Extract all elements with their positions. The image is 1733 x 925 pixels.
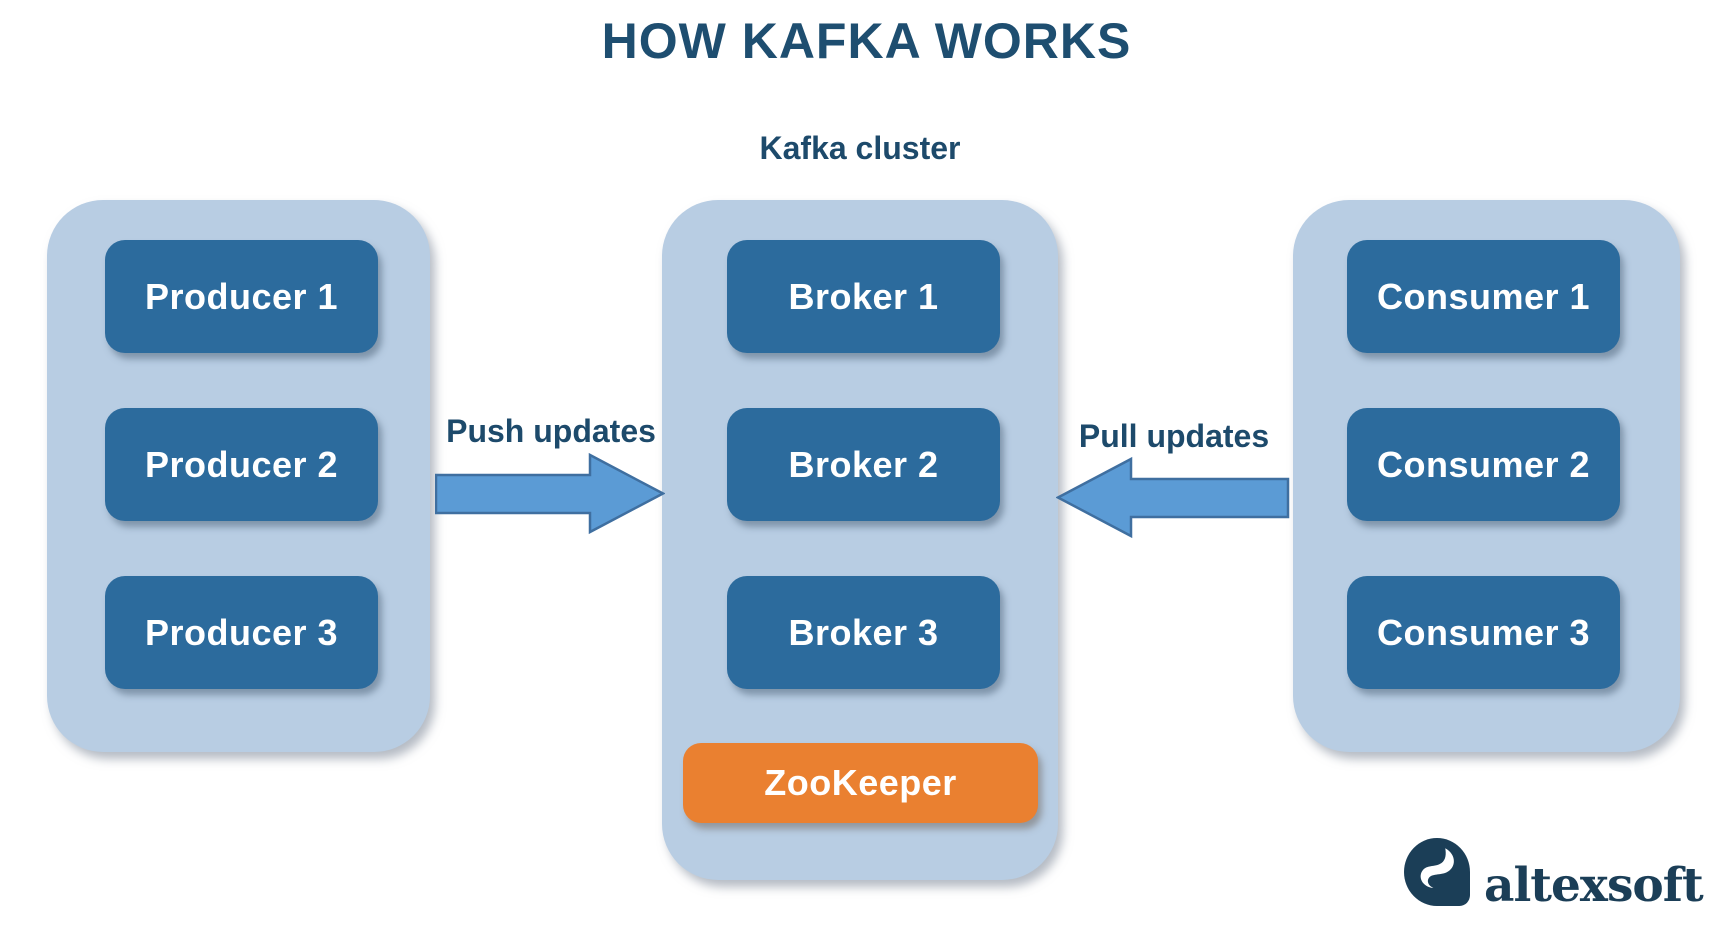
- pull-arrow-icon: [1055, 456, 1290, 540]
- broker-node-3: Broker 3: [727, 576, 1000, 689]
- pull-updates-label: Pull updates: [1078, 418, 1270, 454]
- push-updates-label: Push updates: [446, 413, 656, 449]
- consumer-node-3: Consumer 3: [1347, 576, 1620, 689]
- producer-node-2: Producer 2: [105, 408, 378, 521]
- altexsoft-wordmark: altexsoft: [1484, 858, 1704, 914]
- altexsoft-icon: [1404, 838, 1470, 906]
- producer-node-1: Producer 1: [105, 240, 378, 353]
- consumer-node-2: Consumer 2: [1347, 408, 1620, 521]
- diagram-title: HOW KAFKA WORKS: [601, 13, 1132, 69]
- broker-node-1: Broker 1: [727, 240, 1000, 353]
- kafka-cluster-label: Kafka cluster: [759, 130, 961, 166]
- consumer-node-1: Consumer 1: [1347, 240, 1620, 353]
- push-arrow-icon: [434, 452, 666, 536]
- producer-node-3: Producer 3: [105, 576, 378, 689]
- broker-node-2: Broker 2: [727, 408, 1000, 521]
- altexsoft-logo: altexsoft: [1404, 838, 1704, 914]
- zookeeper-node: ZooKeeper: [683, 743, 1038, 823]
